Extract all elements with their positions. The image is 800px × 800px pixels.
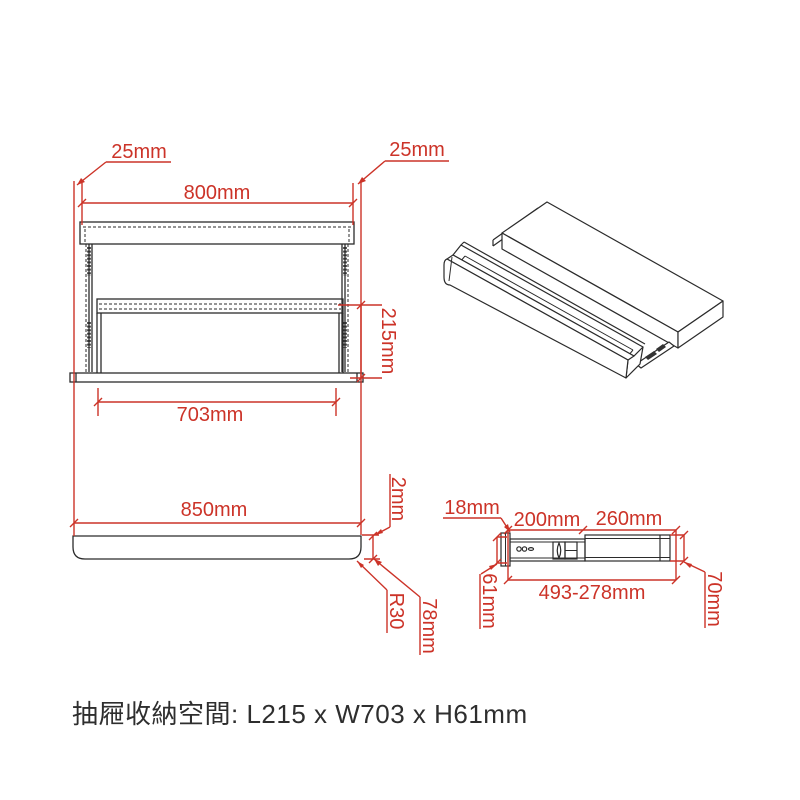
dim-label-gap-2: 2mm bbox=[387, 477, 409, 521]
dim-label-height-70: 70mm bbox=[703, 571, 725, 627]
dim-label-offset-right: 25mm bbox=[389, 139, 445, 161]
iso-view-drawing bbox=[443, 201, 724, 379]
dim-label-radius-r30: R30 bbox=[385, 593, 407, 630]
dim-label-extension-range: 493-278mm bbox=[539, 582, 646, 604]
caption-text: 抽屜收納空間: L215 x W703 x H61mm bbox=[72, 699, 528, 729]
dim-label-segment-260: 260mm bbox=[596, 508, 663, 530]
dim-label-thickness-78: 78mm bbox=[418, 598, 440, 654]
dim-label-flange-18: 18mm bbox=[444, 497, 500, 519]
dim-label-height-61: 61mm bbox=[478, 573, 500, 629]
profile-view-drawing bbox=[72, 535, 362, 560]
dim-label-height-215: 215mm bbox=[377, 308, 399, 375]
dim-label-desk-width-850: 850mm bbox=[181, 499, 248, 521]
dimension-labels: 25mm 25mm 800mm 215mm 703mm 850mm 2mm R3… bbox=[111, 139, 725, 654]
dim-label-offset-left: 25mm bbox=[111, 141, 167, 163]
dimension-arrowheads bbox=[77, 177, 692, 570]
dim-label-segment-200: 200mm bbox=[514, 509, 581, 531]
front-view-drawing bbox=[69, 221, 364, 383]
slide-view-drawing bbox=[500, 532, 671, 567]
dim-label-width-800: 800mm bbox=[184, 182, 251, 204]
dim-label-inner-width-703: 703mm bbox=[177, 404, 244, 426]
dimension-lines bbox=[69, 160, 706, 655]
